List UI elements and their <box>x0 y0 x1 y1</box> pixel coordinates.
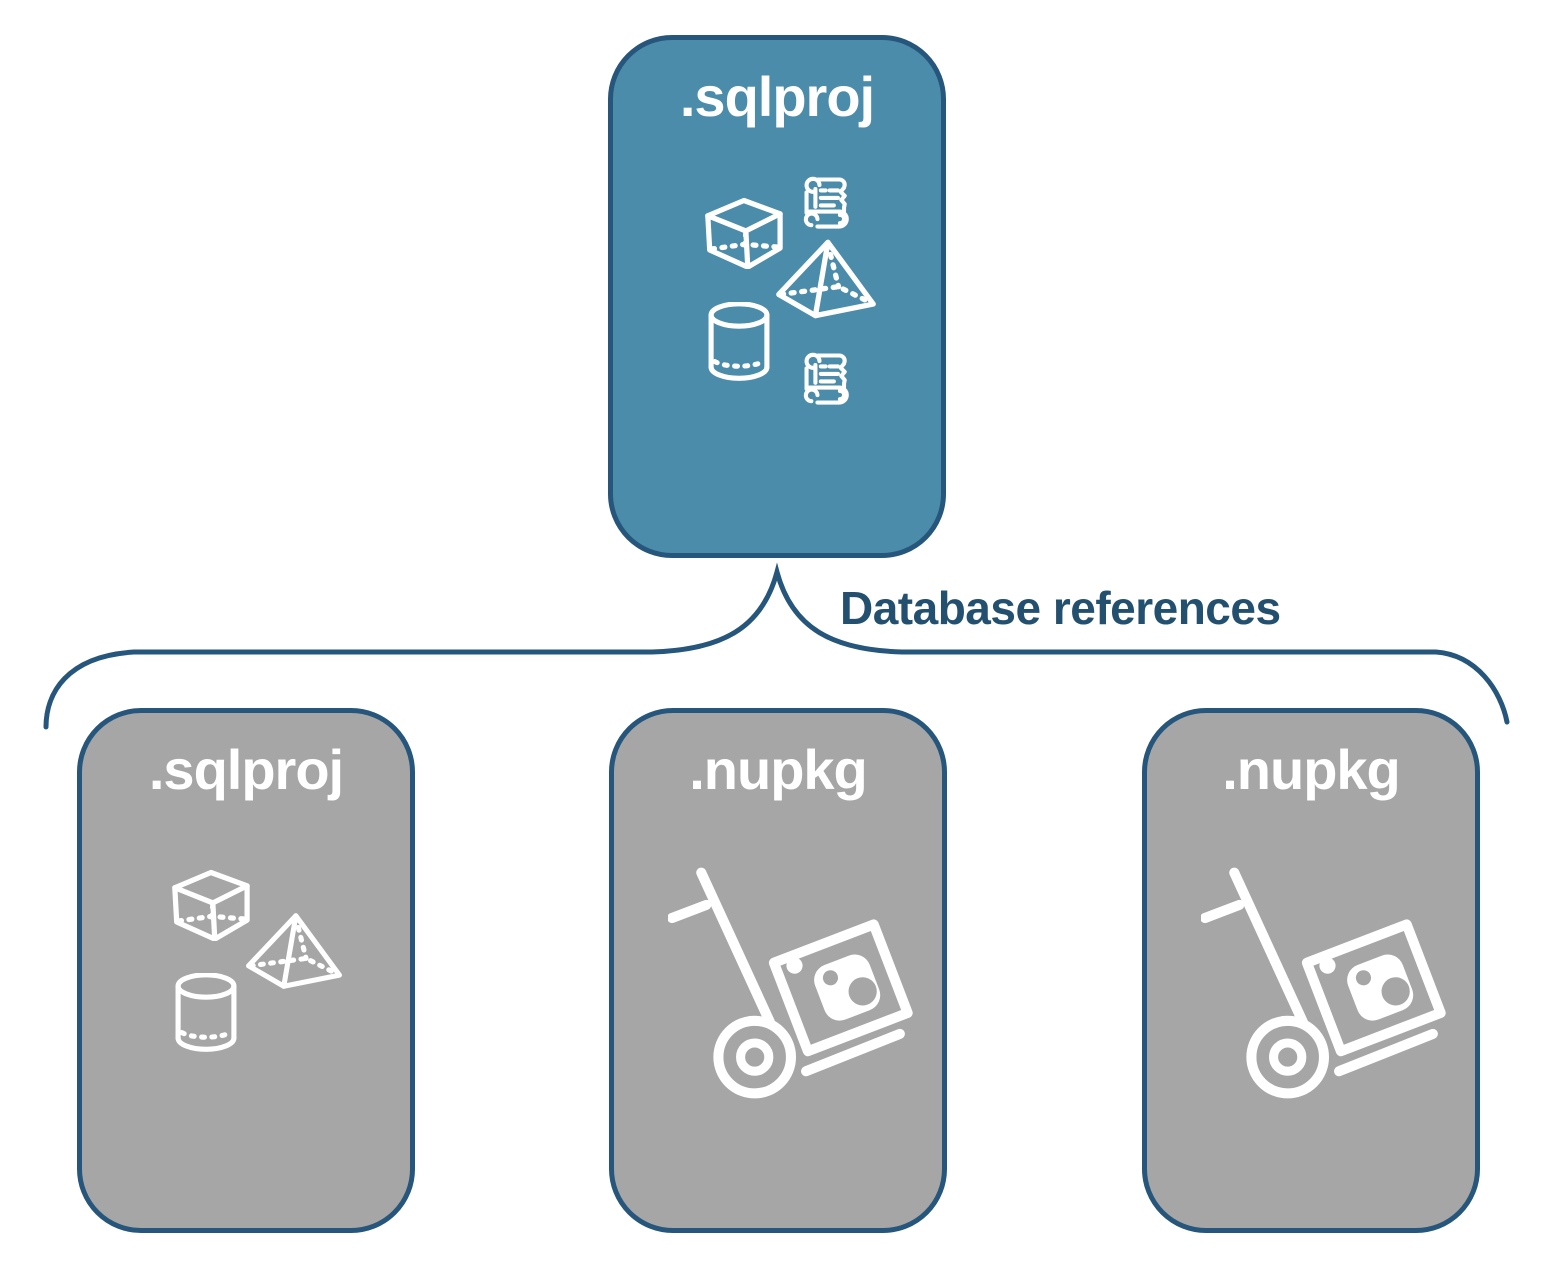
pyramid-icon <box>773 236 879 322</box>
hand-truck-package-icon <box>1201 857 1453 1105</box>
child-box-nupkg-2: .nupkg <box>1142 708 1480 1233</box>
database-cylinder-icon <box>173 973 239 1053</box>
child-box-nupkg-1: .nupkg <box>609 708 947 1233</box>
child-box-title: .nupkg <box>1222 738 1401 801</box>
database-cylinder-icon <box>706 302 772 382</box>
connector-label: Database references <box>840 582 1281 634</box>
child-box-sqlproj: .sqlproj <box>77 708 415 1233</box>
root-box-title: .sqlproj <box>679 65 875 128</box>
pyramid-icon <box>243 907 345 995</box>
child-box-title: .sqlproj <box>148 738 344 801</box>
script-scroll-icon <box>797 346 857 410</box>
cube-icon <box>167 863 253 941</box>
hand-truck-package-icon <box>668 857 920 1105</box>
child-box-title: .nupkg <box>689 738 868 801</box>
script-scroll-icon <box>797 170 857 234</box>
root-box-sqlproj: .sqlproj <box>608 35 946 558</box>
